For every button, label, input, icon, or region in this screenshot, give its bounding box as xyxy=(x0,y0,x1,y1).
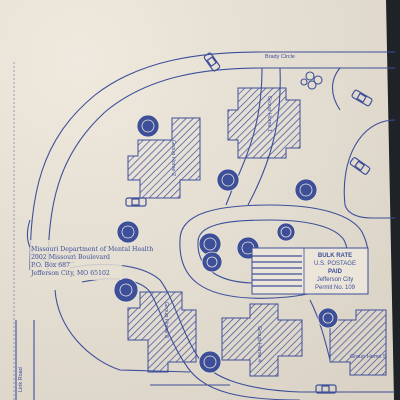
right-lot-curve xyxy=(343,119,396,219)
label-group-home-2: Group Home 2 xyxy=(170,140,176,176)
group-home-1-building xyxy=(227,87,301,159)
tree-icon xyxy=(136,114,160,138)
label-group-home-1: Group Home 1 xyxy=(266,96,272,132)
group-home-2-building xyxy=(127,117,201,199)
tree-icon xyxy=(294,178,318,202)
tree-icon xyxy=(116,220,140,244)
shrub-cluster-icon xyxy=(300,71,323,90)
postage-bulk-rate: BULK RATE xyxy=(318,253,352,259)
postage-indicia: BULK RATE U.S. POSTAGE PAID Jefferson Ci… xyxy=(314,253,356,291)
postage-lines xyxy=(252,255,302,287)
tree-icon xyxy=(201,251,223,273)
car-icon xyxy=(349,157,371,175)
car-icon xyxy=(125,197,147,207)
label-group-home-5: Group Home 5 xyxy=(350,354,386,360)
car-icon xyxy=(351,89,373,107)
tree-icon xyxy=(198,350,222,374)
postage-permit: Permit No. 109 xyxy=(315,285,356,291)
road-label-link-road: Link Road xyxy=(18,367,24,392)
address-line-2: 2002 Missouri Boulevard xyxy=(31,254,110,261)
address-line-3: P.O. Box 687 xyxy=(31,262,70,269)
tree-icon xyxy=(198,232,222,256)
label-group-home-4: Group Home 4 xyxy=(256,326,262,362)
car-icon xyxy=(315,384,337,394)
postage-us-postage: U.S. POSTAGE xyxy=(314,261,356,267)
right-connector xyxy=(309,299,331,361)
tree-icon xyxy=(113,277,139,303)
tree-icon xyxy=(317,307,339,329)
road-label-brady-circle: Brady Circle xyxy=(265,54,295,60)
group-home-4-building xyxy=(221,303,303,377)
right-lot-edge xyxy=(331,67,341,111)
brady-circle-road-outer xyxy=(29,51,395,271)
postage-city: Jefferson City xyxy=(317,277,354,283)
lower-left-road xyxy=(54,289,191,373)
return-address: Missouri Department of Mental Health 200… xyxy=(30,246,153,277)
brady-circle-road-inner xyxy=(47,67,395,271)
buildings xyxy=(127,87,387,377)
tree-icon xyxy=(276,222,296,242)
car-icon xyxy=(203,52,221,72)
address-backdrop xyxy=(30,240,122,280)
label-group-home-3: Group Home 3 xyxy=(163,302,169,338)
tree-icon xyxy=(216,168,240,192)
address-line-4: Jefferson City, MO 65102 xyxy=(30,270,110,277)
group-home-5-building xyxy=(329,309,387,376)
postage-paid: PAID xyxy=(328,269,343,275)
group-home-3-building xyxy=(127,291,197,373)
address-line-1: Missouri Department of Mental Health xyxy=(31,246,153,253)
